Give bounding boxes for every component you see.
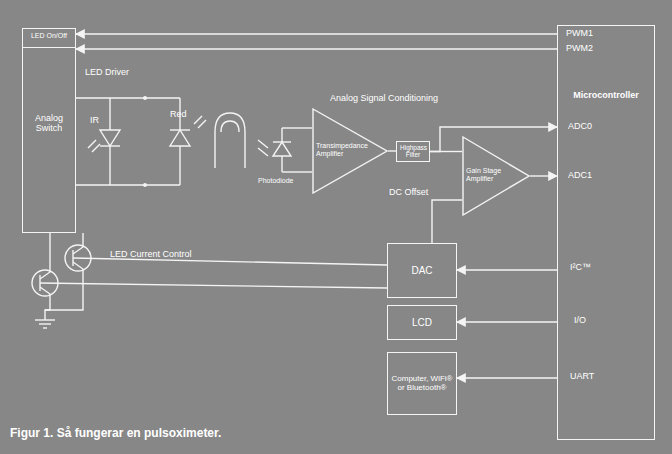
- wire: [109, 98, 110, 130]
- wire: [73, 258, 387, 265]
- dac-box: DAC: [387, 243, 457, 298]
- node-text: Transimpedance Amplifier: [316, 142, 365, 158]
- part-label: IR: [90, 116, 99, 126]
- connector-label: DC Offset: [389, 188, 428, 198]
- node-text: Gain Stage Amplifier: [466, 167, 510, 183]
- pin-name: ADC0: [568, 122, 592, 132]
- node-text: LED On/Off: [25, 32, 73, 40]
- ground-symbol: [35, 319, 55, 320]
- signal-connector: [388, 150, 396, 151]
- light-arrow: [258, 148, 268, 156]
- node-text: Microcontroller: [560, 90, 652, 100]
- wire: [281, 128, 282, 142]
- signal-connector: [457, 377, 557, 378]
- part-label: Red: [170, 110, 187, 120]
- pin-name: I/O: [574, 316, 586, 326]
- pin-name: I²C™: [570, 263, 591, 273]
- ground-symbol: [43, 327, 47, 328]
- red-led-symbol: [170, 129, 190, 130]
- signal-connector: [432, 200, 462, 243]
- junction-dot: [143, 183, 147, 187]
- wire: [45, 262, 83, 310]
- part-label: Analog Signal Conditioning: [330, 94, 438, 104]
- light-arrow: [92, 144, 100, 152]
- wire: [73, 233, 83, 254]
- wire: [76, 97, 180, 98]
- node-text: Computer, WiFi® or Bluetooth®: [391, 374, 453, 392]
- pin-name: PWM1: [566, 29, 593, 39]
- wire: [179, 146, 180, 185]
- computer-box: Computer, WiFi® or Bluetooth®: [387, 352, 457, 415]
- light-arrow: [258, 140, 268, 148]
- ir-led-symbol: [100, 130, 120, 146]
- photodiode-symbol: [273, 141, 291, 142]
- wire: [281, 156, 282, 172]
- signal-connector: [530, 175, 557, 176]
- red-led-symbol: [170, 130, 190, 146]
- transimpedance-amplifier: Transimpedance Amplifier: [312, 108, 388, 194]
- highpass-filter-box: Highpass Filter: [396, 141, 430, 162]
- node-text: DAC: [391, 265, 453, 277]
- wire: [40, 287, 50, 305]
- signal-connector: [430, 127, 557, 152]
- figure-caption: Figur 1. Så fungerar en pulsoximeter.: [10, 426, 221, 440]
- signal-connector: [76, 48, 557, 49]
- wire: [282, 171, 312, 172]
- wire: [40, 233, 50, 279]
- node-text: Analog Switch: [25, 113, 73, 134]
- signal-connector: [457, 269, 557, 270]
- light-arrow: [88, 140, 96, 148]
- analog-switch-box: LED On/OffAnalog Switch: [22, 28, 76, 233]
- ir-led-symbol: [100, 145, 120, 146]
- wire: [282, 127, 312, 128]
- junction-dot: [143, 96, 147, 100]
- ground-symbol: [39, 323, 51, 324]
- wire: [109, 146, 110, 185]
- part-label: LED Driver: [85, 68, 129, 78]
- gain-stage-amplifier: Gain Stage Amplifier: [462, 136, 530, 216]
- light-arrow: [194, 116, 202, 124]
- pin-name: UART: [570, 372, 594, 382]
- light-arrow: [198, 120, 206, 128]
- finger-nail: [221, 121, 239, 132]
- wire: [45, 305, 50, 320]
- divider-line: [23, 47, 75, 48]
- part-label: Photodiode: [258, 177, 293, 185]
- signal-connector: [76, 33, 557, 34]
- pin-name: ADC1: [568, 171, 592, 181]
- part-label: LED Current Control: [110, 250, 192, 260]
- node-text: LCD: [391, 317, 453, 329]
- finger-outline: [215, 113, 245, 168]
- signal-connector: [457, 321, 557, 322]
- wire: [76, 184, 180, 185]
- wire: [40, 283, 387, 288]
- lcd-box: LCD: [387, 305, 457, 340]
- pin-name: PWM2: [566, 44, 593, 54]
- photodiode-symbol: [273, 142, 291, 156]
- node-text: Highpass Filter: [400, 144, 426, 159]
